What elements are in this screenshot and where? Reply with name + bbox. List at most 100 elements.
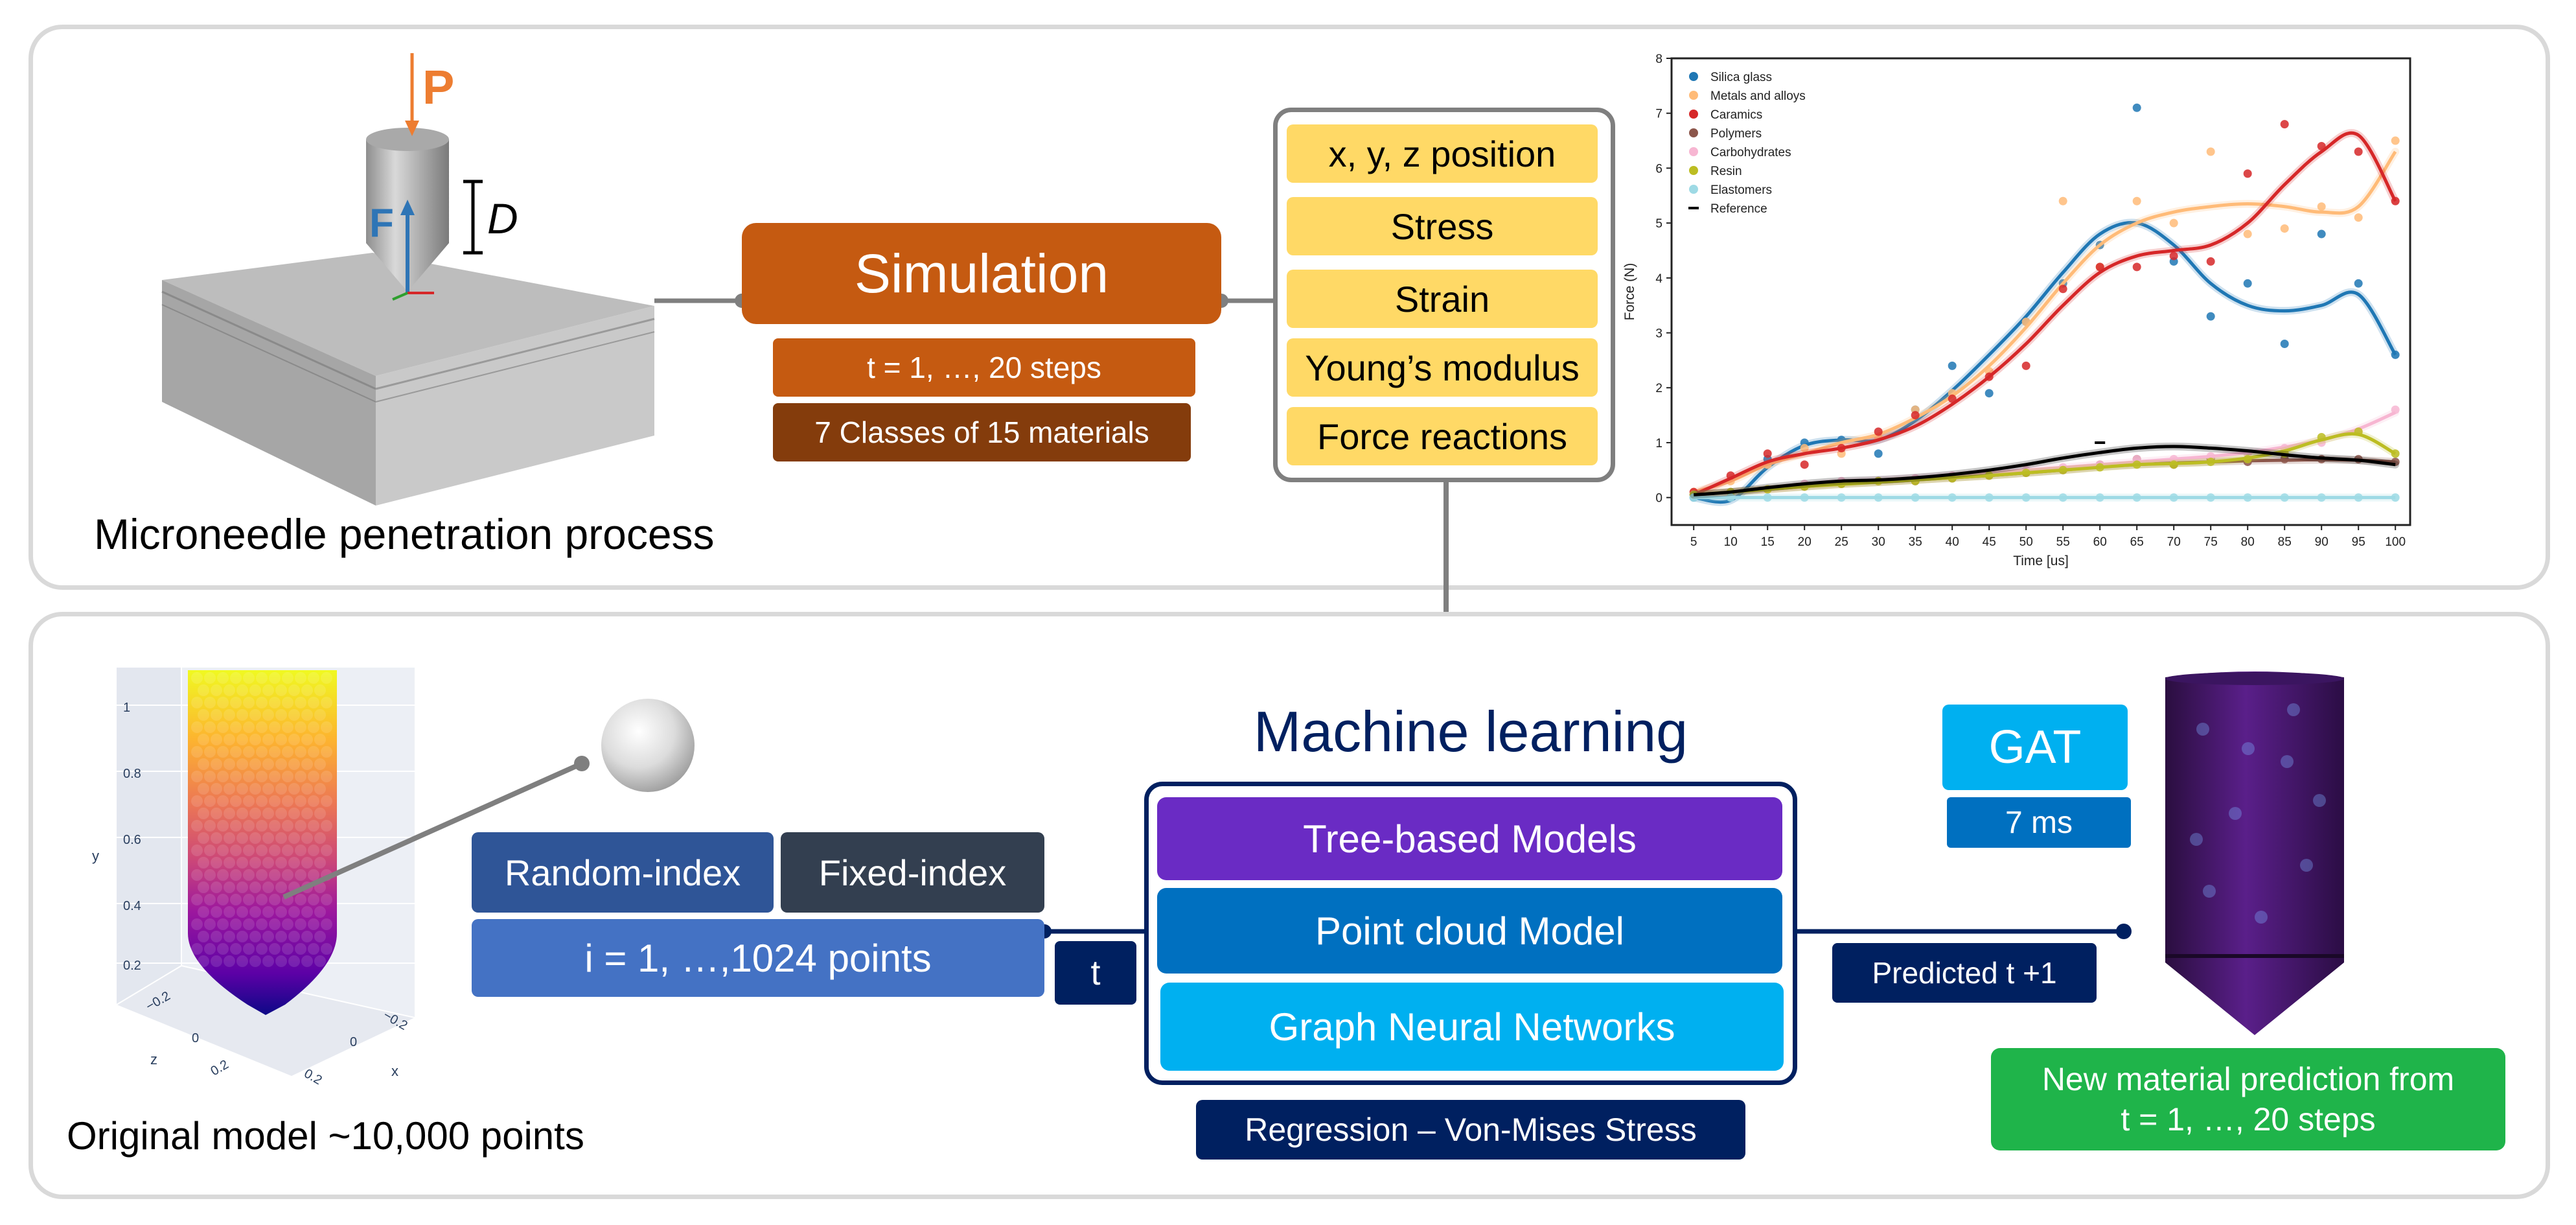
data-point-elastomers (1763, 493, 1772, 502)
cloud-point (204, 943, 216, 955)
y-tick-label: 5 (1655, 217, 1662, 231)
top-caption: Microneedle penetration process (94, 510, 715, 558)
cloud-point (230, 918, 242, 930)
cloud-y-tick: 1 (123, 701, 130, 715)
cloud-point (282, 820, 293, 832)
point-cloud-model-box[interactable]: Point cloud Model (1157, 888, 1782, 974)
new-material-line2: t = 1, …, 20 steps (2121, 1101, 2376, 1138)
data-point-metals-and-alloys (2391, 136, 2400, 145)
series-line-metals-and-alloys (1693, 150, 2397, 494)
cloud-point (262, 709, 274, 721)
cloud-point (321, 820, 332, 832)
cloud-point (217, 746, 229, 758)
cloud-point (211, 955, 222, 967)
random-index-box[interactable]: Random-index (472, 832, 774, 913)
legend-label: Reference (1710, 202, 1767, 216)
data-point-resin (2021, 469, 2030, 478)
cloud-point (288, 857, 300, 869)
data-point-resin (2132, 460, 2141, 469)
bottom-caption: Original model ~10,000 points (67, 1114, 584, 1158)
cloud-point (243, 771, 255, 782)
cloud-point (230, 795, 242, 807)
cloud-point (198, 684, 209, 696)
legend-label: Silica glass (1710, 71, 1772, 84)
data-point-caramics (2280, 120, 2289, 129)
data-point-silica-glass (1984, 389, 1994, 398)
simulation-box[interactable]: Simulation (742, 223, 1221, 324)
data-point-caramics (2058, 285, 2067, 294)
cloud-point (295, 943, 306, 955)
cloud-point (269, 894, 281, 905)
cloud-point (256, 943, 268, 955)
cloud-point (288, 931, 300, 942)
cloud-point (243, 869, 255, 881)
cloud-point (243, 672, 255, 684)
cloud-point (211, 734, 222, 745)
cloud-point (269, 721, 281, 733)
cloud-point (262, 955, 274, 967)
cloud-point (295, 672, 306, 684)
data-point-silica-glass (2132, 103, 2141, 112)
force-label: F (369, 201, 394, 246)
fixed-index-box[interactable]: Fixed-index (781, 832, 1044, 913)
cloud-point (282, 943, 293, 955)
ml-title: Machine learning (1253, 699, 1688, 764)
cloud-point (256, 845, 268, 856)
x-tick-label: 50 (2019, 535, 2033, 549)
legend-marker (1689, 91, 1698, 100)
microneedle-illustration: P F D (161, 53, 655, 506)
cloud-point (308, 918, 319, 930)
cloud-point (262, 734, 274, 745)
data-point-metals-and-alloys (2243, 229, 2252, 239)
cloud-point (198, 709, 209, 721)
cloud-point (275, 881, 287, 893)
cloud-point (217, 869, 229, 881)
gat-box[interactable]: GAT (1942, 705, 2128, 790)
cloud-point (236, 758, 248, 770)
cloud-point (224, 709, 235, 721)
graph-neural-networks-box[interactable]: Graph Neural Networks (1160, 983, 1784, 1071)
cloud-point (191, 771, 203, 782)
cloud-point (249, 783, 261, 795)
cloud-point (236, 684, 248, 696)
output-strain: Strain (1287, 270, 1598, 328)
cloud-point (308, 771, 319, 782)
y-tick-label: 0 (1655, 492, 1662, 506)
cloud-point (249, 734, 261, 745)
cloud-point (191, 820, 203, 832)
point-cloud-plot: 1 0.8 0.6 0.4 0.2 y −0.2 0 0.2 z −0.2 0 … (92, 668, 415, 1088)
cloud-point (230, 943, 242, 955)
data-point-caramics (2243, 169, 2252, 178)
data-point-silica-glass (2391, 350, 2400, 359)
data-point-silica-glass (2354, 279, 2363, 288)
data-point-silica-glass (2243, 279, 2252, 288)
data-point-elastomers (2058, 493, 2067, 502)
cloud-point (269, 845, 281, 856)
cloud-point (308, 721, 319, 733)
cloud-point (288, 832, 300, 844)
cloud-point (211, 906, 222, 918)
data-point-elastomers (1948, 493, 1957, 502)
needle-spot (2229, 807, 2242, 820)
cloud-point (204, 845, 216, 856)
data-point-elastomers (2280, 493, 2289, 502)
data-point-resin (2391, 449, 2400, 458)
cloud-point (314, 758, 326, 770)
steps-box: t = 1, …, 20 steps (773, 338, 1195, 397)
cloud-point (301, 955, 313, 967)
cloud-point (269, 697, 281, 708)
cloud-point (191, 943, 203, 955)
cloud-point (204, 820, 216, 832)
tree-based-models-box[interactable]: Tree-based Models (1157, 797, 1782, 880)
legend-label: Polymers (1710, 127, 1762, 141)
cloud-point (204, 672, 216, 684)
cloud-point (308, 746, 319, 758)
output-force-reactions: Force reactions (1287, 407, 1598, 465)
cloud-point (217, 672, 229, 684)
cloud-y-tick: 0.8 (123, 767, 141, 781)
regression-box: Regression – Von-Mises Stress (1196, 1100, 1745, 1160)
cloud-point (243, 918, 255, 930)
cloud-point (224, 881, 235, 893)
cloud-point (301, 734, 313, 745)
